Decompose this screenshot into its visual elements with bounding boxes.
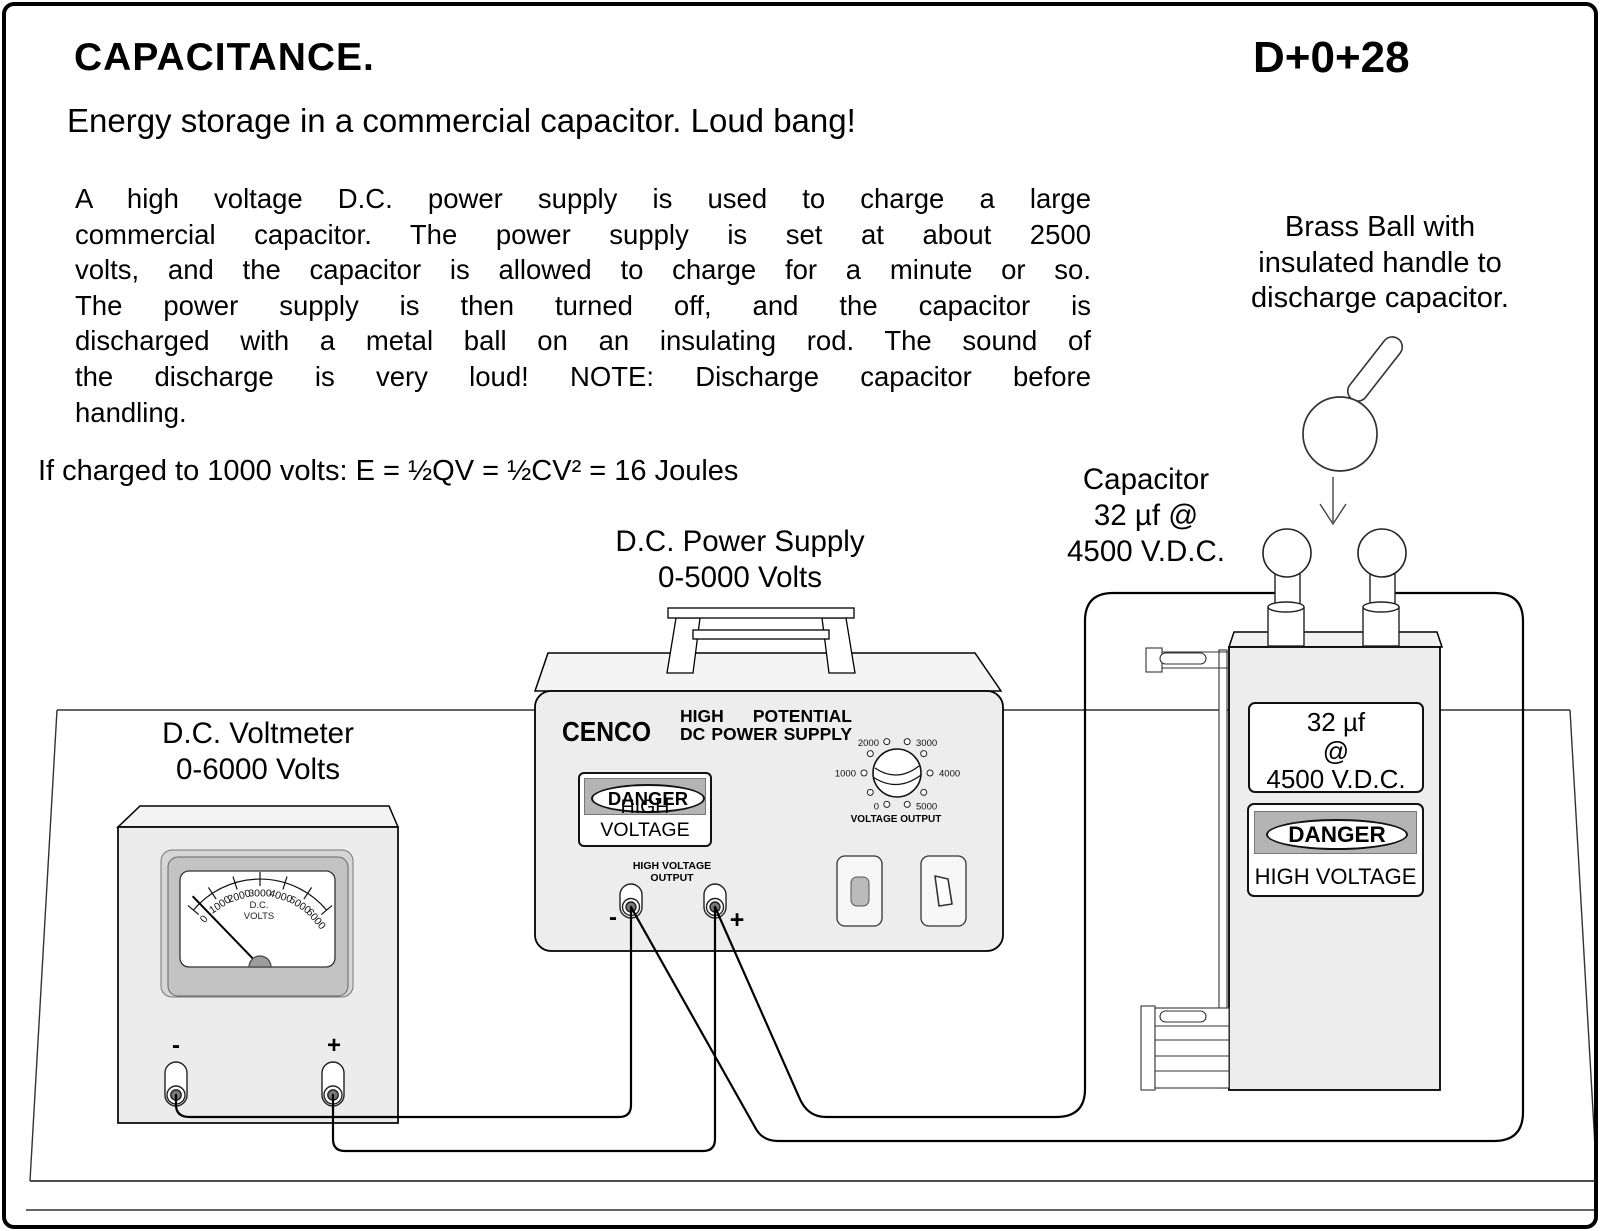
power-switch <box>920 855 967 927</box>
capacitor-rating-sign: 32 µf @ 4500 V.D.C. <box>1248 702 1424 793</box>
page-title: CAPACITANCE. <box>74 36 375 79</box>
supply-danger-sign: DANGER HIGH VOLTAGE <box>578 772 712 847</box>
brand-logo: CENCO <box>562 716 651 747</box>
meter-scale <box>187 872 333 916</box>
dial-caption: VOLTAGE OUTPUT <box>850 814 942 825</box>
brass-ball-caption: Brass Ball with insulated handle to disc… <box>1251 211 1509 314</box>
capacitor-caption: Capacitor 32 µf @ 4500 V.D.C. <box>1067 463 1225 568</box>
capacitor-terminals <box>1262 528 1407 647</box>
wire-supply-plus-to-capacitor <box>713 591 1276 1119</box>
wire-supply-plus-to-voltmeter <box>331 905 717 1153</box>
terminal-ball-left <box>1262 528 1312 578</box>
energy-formula: If charged to 1000 volts: E = ½QV = ½CV²… <box>38 455 739 487</box>
description-paragraph: A high voltage D.C. power supply is used… <box>75 181 1091 430</box>
insulated-handle <box>1346 336 1404 402</box>
svg-text:2000: 2000 <box>858 738 879 749</box>
voltmeter-caption: D.C. Voltmeter 0-6000 Volts <box>162 717 354 786</box>
description-line: handling. <box>75 396 187 428</box>
dial-numbers: 0 1000 2000 3000 4000 5000 <box>835 738 960 813</box>
carry-handle <box>666 607 856 674</box>
supply-minus-label: - <box>609 904 617 931</box>
clamp-stand <box>1140 647 1230 1091</box>
voltmeter-minus-label: - <box>172 1032 180 1059</box>
description-line: discharged with a metal ball on an insul… <box>75 325 1091 357</box>
description-line: the discharge is very loud! NOTE: Discha… <box>75 360 1091 392</box>
description-line: commercial capacitor. The power supply i… <box>75 218 1091 250</box>
supply-panel-title: HIGH POTENTIAL DC POWER SUPPLY <box>680 706 852 744</box>
description-line: A high voltage D.C. power supply is used… <box>75 183 1091 214</box>
voltmeter-terminals <box>164 1061 345 1107</box>
meter-face-label: D.C. VOLTS <box>243 900 275 922</box>
description-line: volts, and the capacitor is allowed to c… <box>75 254 1091 286</box>
voltage-dial: 0 1000 2000 3000 4000 5000 <box>835 738 960 813</box>
page-subtitle: Energy storage in a commercial capacitor… <box>67 102 856 139</box>
svg-text:3000: 3000 <box>248 888 272 900</box>
svg-text:4000: 4000 <box>939 769 960 780</box>
needle-pivot <box>248 955 272 968</box>
svg-text:0: 0 <box>874 802 879 813</box>
wire-supply-minus-to-voltmeter <box>174 905 633 1119</box>
description-line: The power supply is then turned off, and… <box>75 289 1091 321</box>
supply-plus-label: + <box>729 906 745 934</box>
hv-output-label: HIGH VOLTAGE OUTPUT <box>632 860 712 884</box>
capacitor-danger-sign: DANGER HIGH VOLTAGE <box>1247 803 1424 897</box>
danger-ellipse: DANGER <box>591 784 705 813</box>
danger-ellipse: DANGER <box>1266 819 1408 850</box>
voltmeter-body: 0 1000 2000 3000 4000 5000 6000 <box>116 805 400 1124</box>
wires <box>174 591 1525 1153</box>
discharge-ball-assembly <box>1302 336 1404 526</box>
terminal-ball-right <box>1357 528 1407 578</box>
voltmeter-plus-label: + <box>326 1032 341 1059</box>
meter-needle <box>191 895 261 967</box>
svg-text:5000: 5000 <box>916 802 937 813</box>
wire-supply-minus-to-capacitor <box>629 591 1525 1143</box>
dial-knob <box>872 748 922 798</box>
pointer-arrow-icon <box>1319 477 1347 526</box>
output-terminals <box>619 883 727 919</box>
brass-ball <box>1302 396 1378 472</box>
svg-text:1000: 1000 <box>835 769 856 780</box>
catalog-code: D+0+28 <box>1253 33 1410 82</box>
power-supply-body: 0 1000 2000 3000 4000 5000 <box>533 607 1004 952</box>
pilot-light <box>836 855 883 927</box>
svg-text:3000: 3000 <box>916 738 937 749</box>
power-supply-caption: D.C. Power Supply 0-5000 Volts <box>615 525 865 594</box>
